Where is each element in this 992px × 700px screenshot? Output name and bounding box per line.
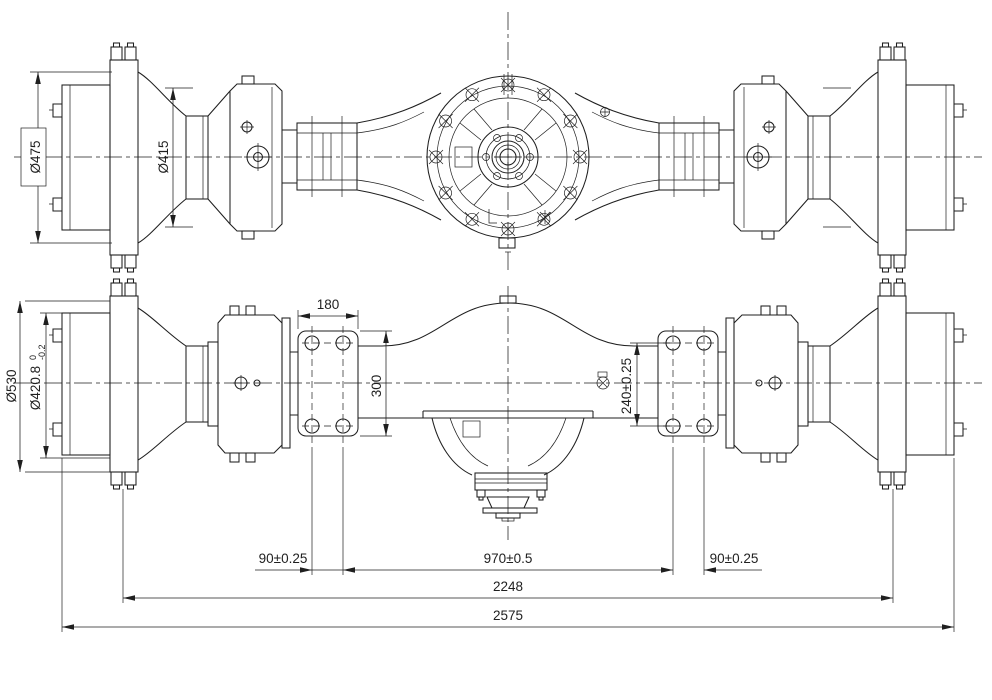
dim-flange-span: 2248: [493, 579, 523, 594]
inspection-window: [454, 146, 473, 168]
differential-housing-rear: [426, 74, 610, 253]
rear-view: Ø475 Ø415: [20, 42, 968, 273]
dim-drum-fit-dia: Ø420.8: [28, 366, 43, 410]
dim-overall-length: 2575: [493, 608, 523, 623]
dim-brake-drum-od: Ø475: [28, 140, 43, 173]
dim-spring-pad-length: 300: [369, 375, 384, 398]
pinion-carrier: [422, 410, 594, 522]
rear-view-dimensions: Ø475 Ø415: [20, 71, 176, 244]
length-dimensions: 90±0.25 970±0.5 90±0.25 2248 2575: [61, 458, 955, 632]
dim-drum-fit-tol-upper: 0: [28, 355, 38, 360]
dim-drum-fit-tol-lower: -0.2: [37, 344, 47, 360]
axle-beam-plan: [381, 295, 635, 390]
dim-spring-centers: 970±0.5: [484, 551, 533, 566]
dim-hub-flange-dia: Ø530: [4, 369, 19, 402]
plan-view: Ø530 Ø420.8 0 -0.2 180 300 240±0.25: [4, 278, 968, 576]
dim-drum-inner-dia: Ø415: [156, 140, 171, 173]
dim-frame: [20, 127, 47, 187]
dim-pad-bolt-spacing-transverse: 240±0.25: [619, 358, 634, 414]
dim-pad-bolt-spacing-left: 90±0.25: [259, 551, 308, 566]
plan-view-dimensions: Ø530 Ø420.8 0 -0.2 180 300 240±0.25: [4, 297, 672, 473]
breather-boss: [499, 295, 517, 304]
dim-spring-pad-width: 180: [317, 297, 340, 312]
dim-pad-bolt-spacing-right: 90±0.25: [710, 551, 759, 566]
drain-plug: [498, 237, 516, 249]
